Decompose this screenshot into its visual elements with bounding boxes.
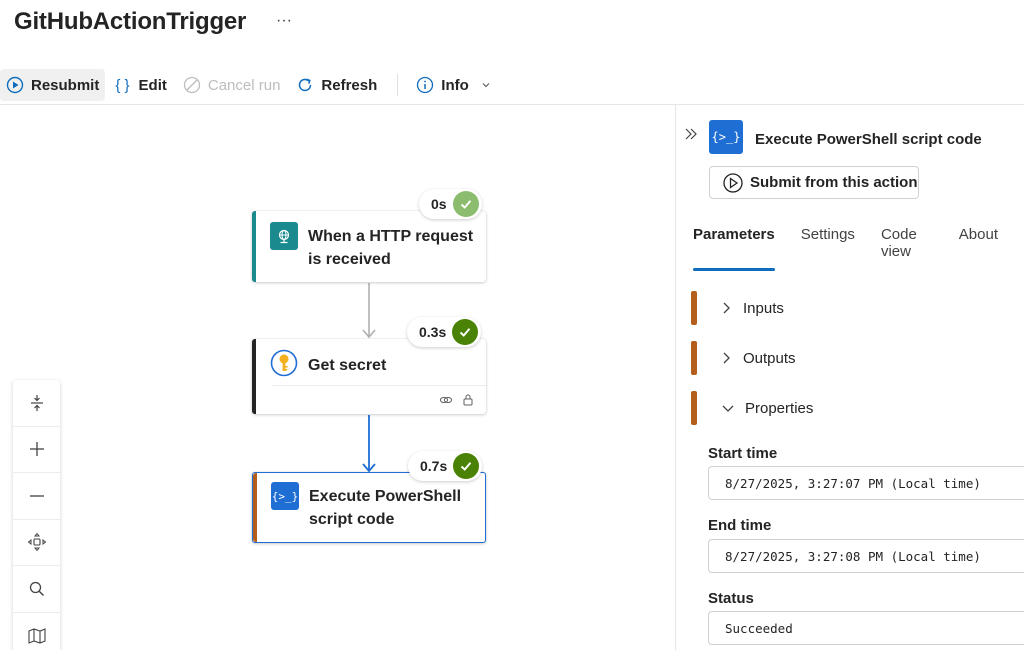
tab-code-view[interactable]: Code view <box>880 226 917 260</box>
section-outputs[interactable]: Outputs <box>691 341 1021 375</box>
section-label: Inputs <box>743 299 784 317</box>
collapse-panel-icon[interactable] <box>684 127 698 141</box>
edit-button[interactable]: { } Edit <box>109 69 173 101</box>
resubmit-label: Resubmit <box>31 76 100 94</box>
header-divider <box>0 104 1024 105</box>
refresh-button[interactable]: Refresh <box>290 69 383 101</box>
section-properties[interactable]: Properties <box>691 391 1021 425</box>
step-label: Execute PowerShell script code <box>309 485 461 531</box>
minimap-button[interactable] <box>13 613 60 650</box>
cancel-run-label: Cancel run <box>207 76 281 94</box>
edit-label: Edit <box>138 76 167 94</box>
start-time-label: Start time <box>708 445 778 462</box>
status-label: Status <box>708 590 754 607</box>
section-accent-bar <box>691 341 697 375</box>
fit-view-icon <box>27 532 46 552</box>
http-request-icon <box>270 222 298 250</box>
step-accent-bar <box>253 473 257 542</box>
minimap-icon <box>27 627 46 644</box>
link-icon <box>439 396 453 404</box>
status-field[interactable]: Succeeded <box>708 611 1024 645</box>
zoom-in-icon <box>29 442 44 457</box>
check-circle-icon <box>452 191 479 217</box>
play-circle-icon <box>723 172 743 193</box>
step-http-request[interactable]: When a HTTP request is received <box>252 211 486 282</box>
step-label: When a HTTP request is received <box>308 225 473 271</box>
fit-view-button[interactable] <box>13 520 60 566</box>
end-time-field[interactable]: 8/27/2025, 3:27:08 PM (Local time) <box>708 539 1024 573</box>
refresh-icon <box>299 78 312 92</box>
step-label-line: script code <box>309 511 395 528</box>
info-button[interactable]: Info <box>410 69 504 101</box>
play-circle-icon <box>6 76 24 94</box>
start-time-field[interactable]: 8/27/2025, 3:27:07 PM (Local time) <box>708 466 1024 500</box>
code-braces-icon: { } <box>115 76 130 94</box>
duration-badge: 0.3s <box>407 317 482 347</box>
collapse-button[interactable] <box>13 380 60 427</box>
chevron-down-icon <box>722 405 734 412</box>
powershell-glyph: {>_} <box>271 489 299 503</box>
toolbar: Resubmit { } Edit Cancel run Refresh Inf… <box>0 68 508 102</box>
duration-badge: 0s <box>419 189 482 219</box>
flow-connectors <box>362 283 376 473</box>
chevron-down-icon <box>482 83 490 88</box>
zoom-out-button[interactable] <box>13 473 60 520</box>
resubmit-button[interactable]: Resubmit <box>0 69 106 101</box>
chevron-right-icon <box>723 352 730 364</box>
step-label-line: is received <box>308 251 391 268</box>
key-vault-icon <box>270 349 298 377</box>
more-options-icon[interactable]: ··· <box>276 12 292 29</box>
info-label: Info <box>441 76 469 94</box>
section-accent-bar <box>691 391 697 425</box>
lock-icon <box>463 394 473 406</box>
step-execute-powershell[interactable]: {>_} Execute PowerShell script code <box>252 472 486 543</box>
cancel-run-button[interactable]: Cancel run <box>177 69 287 101</box>
page-title: GitHubActionTrigger <box>14 8 247 35</box>
step-label-line: When a HTTP request <box>308 228 474 245</box>
canvas-controls <box>13 380 60 650</box>
powershell-icon: {>_} <box>709 120 743 154</box>
check-circle-icon <box>453 453 480 479</box>
panel-tabs: Parameters Settings Code view About <box>693 226 1024 271</box>
chevron-right-icon <box>723 302 730 314</box>
search-button[interactable] <box>13 566 60 613</box>
submit-from-action-button[interactable]: Submit from this action <box>709 166 919 199</box>
section-label: Outputs <box>743 349 796 367</box>
step-accent-bar <box>252 211 256 282</box>
step-label: Get secret <box>308 357 387 374</box>
section-accent-bar <box>691 291 697 325</box>
duration-value: 0.3s <box>419 324 447 340</box>
info-icon <box>417 76 434 94</box>
section-inputs[interactable]: Inputs <box>691 291 1021 325</box>
card-divider <box>272 385 486 386</box>
cancel-icon <box>183 76 201 94</box>
collapse-icon <box>30 394 43 411</box>
tab-about[interactable]: About <box>958 226 998 243</box>
zoom-in-button[interactable] <box>13 427 60 473</box>
tab-parameters[interactable]: Parameters <box>693 226 775 271</box>
refresh-label: Refresh <box>321 76 378 94</box>
step-label-line: Execute PowerShell <box>309 488 462 505</box>
end-time-label: End time <box>708 517 772 534</box>
submit-from-action-label: Submit from this action <box>750 174 918 191</box>
powershell-icon: {>_} <box>271 482 299 510</box>
tab-settings[interactable]: Settings <box>800 226 855 243</box>
toolbar-divider <box>397 74 399 96</box>
step-accent-bar <box>252 339 256 414</box>
zoom-out-icon <box>29 495 44 497</box>
duration-value: 0s <box>431 196 447 212</box>
check-circle-icon <box>452 319 479 345</box>
search-icon <box>29 581 44 596</box>
duration-value: 0.7s <box>420 458 448 474</box>
duration-badge: 0.7s <box>408 451 483 481</box>
powershell-glyph: {>_} <box>711 130 741 144</box>
step-get-secret[interactable]: Get secret <box>252 339 486 414</box>
section-label: Properties <box>745 399 814 417</box>
panel-divider <box>675 105 676 650</box>
panel-title: Execute PowerShell script code <box>755 131 982 148</box>
